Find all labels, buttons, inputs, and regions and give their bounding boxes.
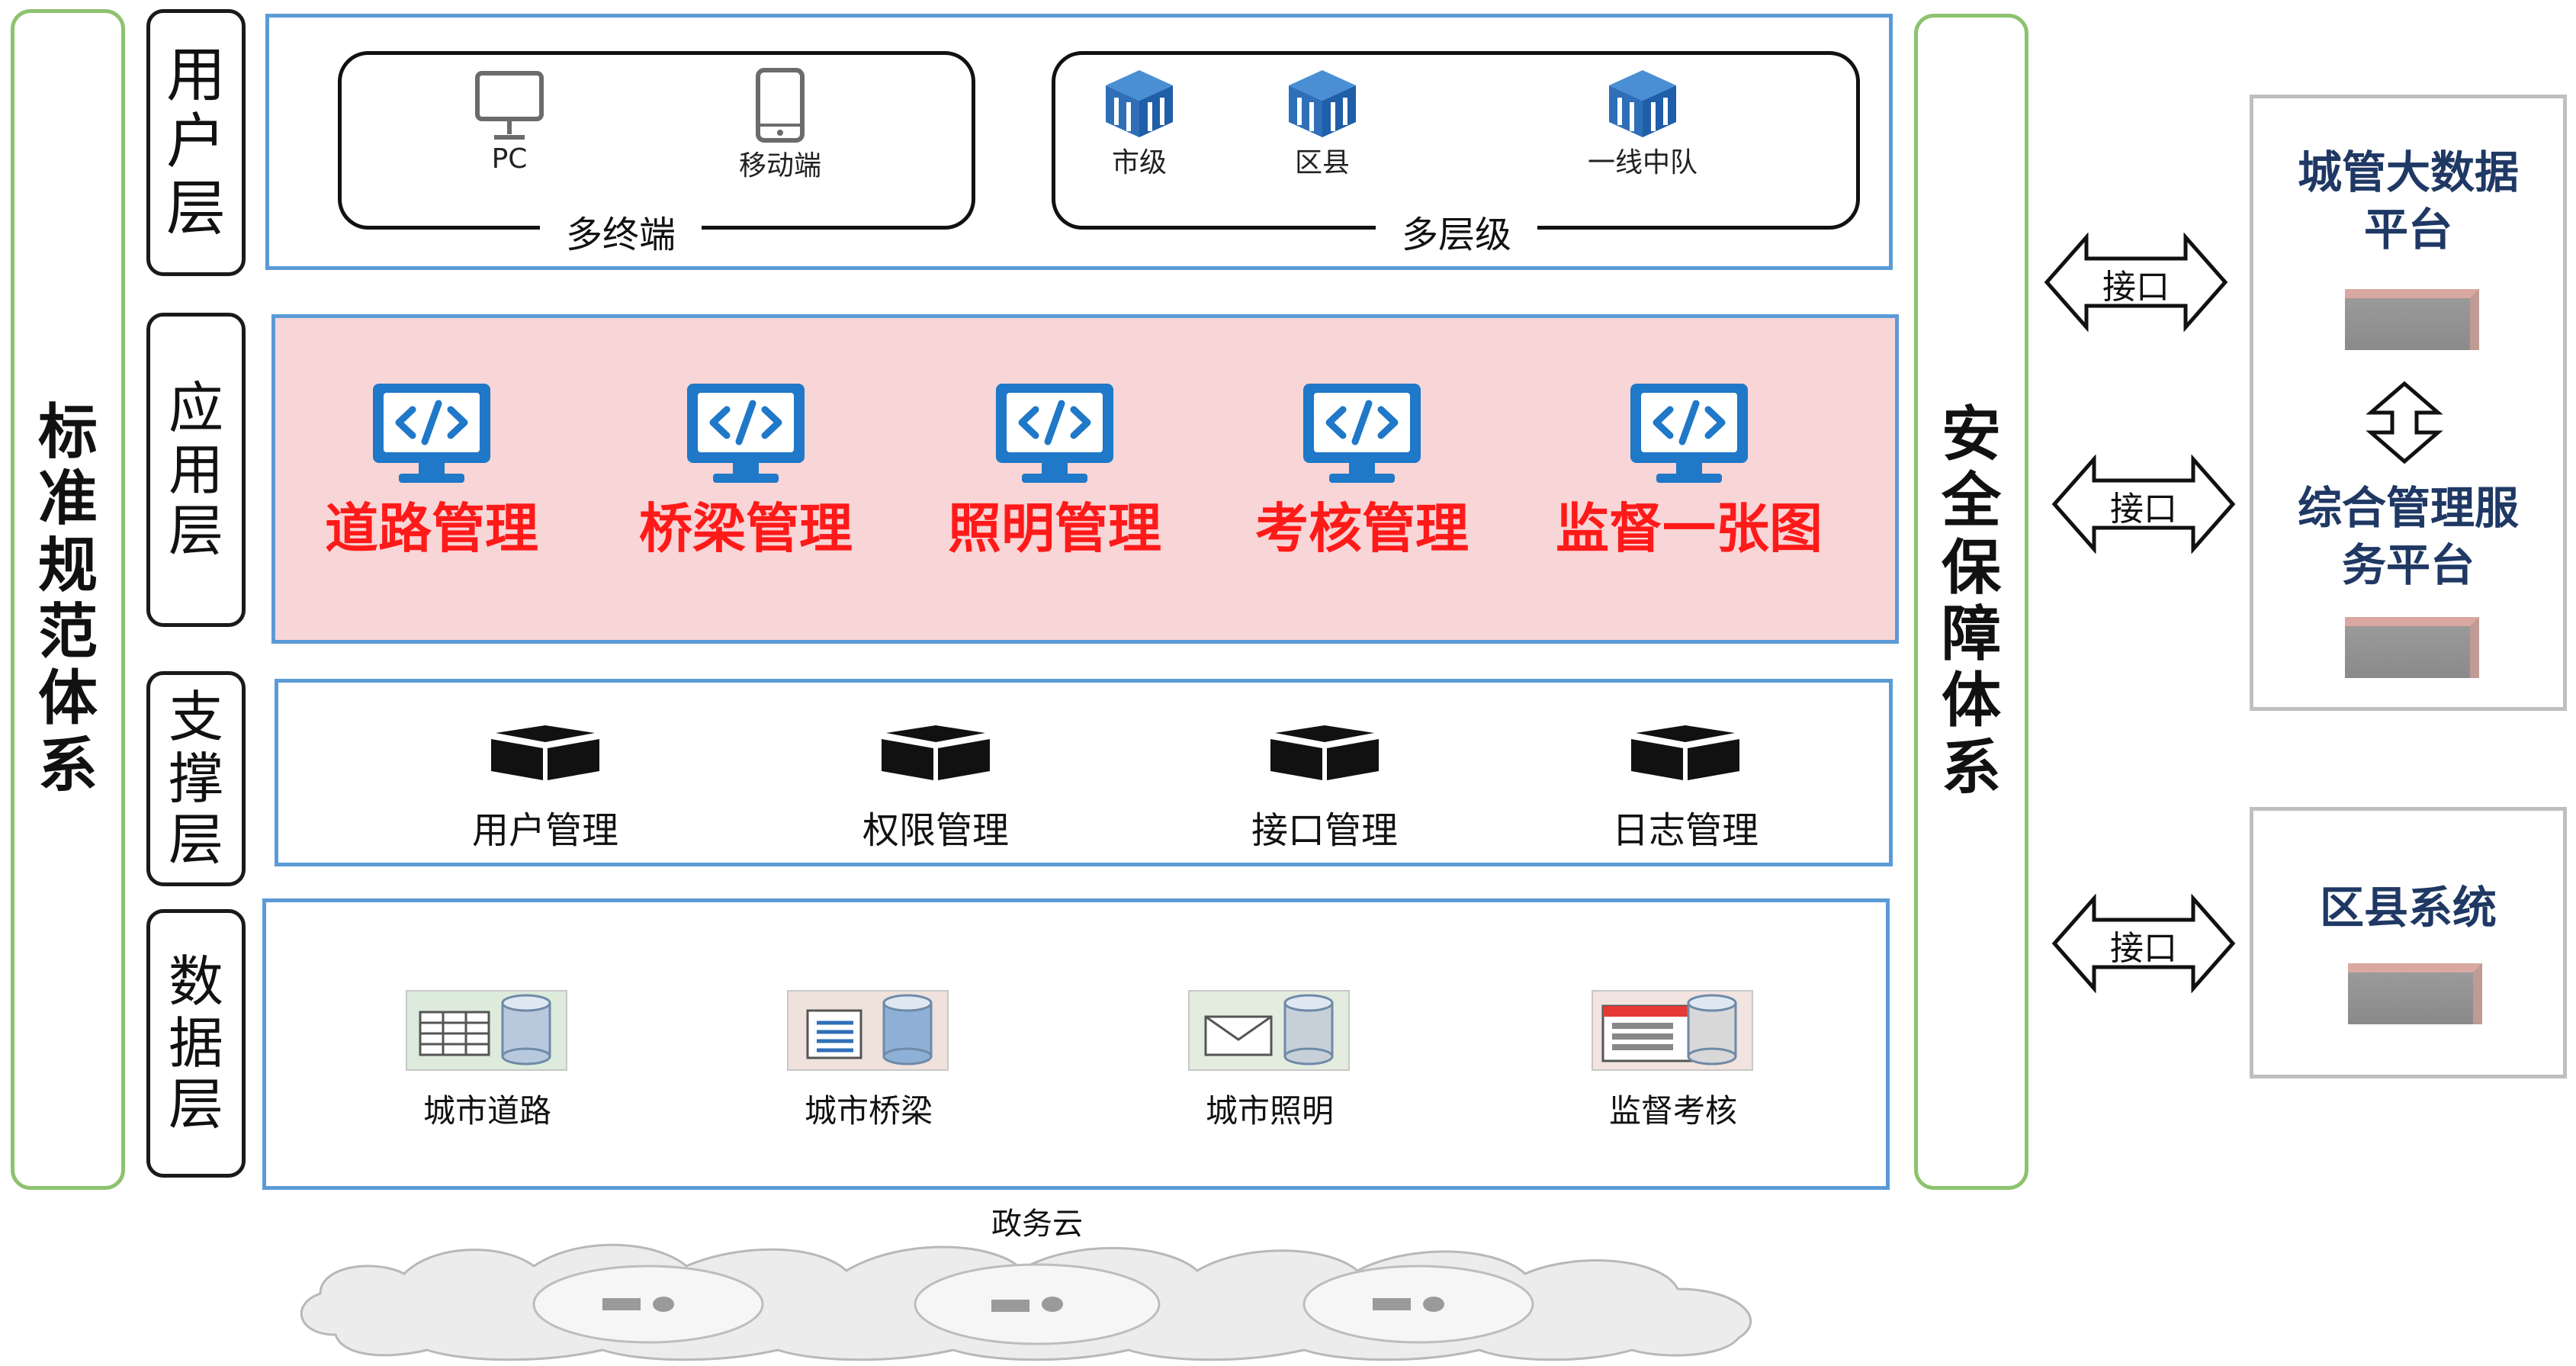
app-item[interactable]: 照明管理 — [910, 379, 1200, 563]
app-item[interactable]: 道路管理 — [287, 379, 577, 563]
big-data-server — [2345, 289, 2479, 350]
support-item[interactable]: 权限管理 — [821, 722, 1050, 853]
squad-level-item: 一线中队 — [1566, 67, 1719, 180]
app-item-label: 桥梁管理 — [639, 497, 853, 560]
data-item[interactable]: 监督考核 — [1559, 983, 1787, 1132]
document-database-icon — [787, 990, 949, 1071]
app-item[interactable]: 监督一张图 — [1544, 379, 1834, 563]
interface-label-2: 接口 — [2110, 490, 2177, 529]
code-monitor-icon — [1303, 384, 1421, 483]
data-item-label: 城市道路 — [422, 1092, 551, 1130]
code-monitor-icon — [687, 384, 805, 483]
cloud-label: 政务云 — [991, 1207, 1083, 1242]
terminals-title: 多终端 — [540, 204, 702, 258]
district-level-item: 区县 — [1269, 67, 1376, 180]
mobile-phone-icon — [756, 68, 805, 143]
service-server — [2345, 617, 2479, 678]
building-cube-icon — [1289, 70, 1356, 137]
big-data-platform-title: 城管大数据 平台 — [2297, 146, 2519, 256]
bidirectional-arrow-icon — [2366, 381, 2443, 464]
box-module-icon — [1270, 725, 1379, 780]
app-item-label: 考核管理 — [1255, 497, 1469, 560]
app-item-label: 照明管理 — [948, 497, 1161, 560]
layer-label-application: 应用层 — [146, 313, 246, 627]
mobile-item: 移动端 — [723, 67, 837, 183]
data-item[interactable]: 城市道路 — [373, 983, 602, 1132]
app-item[interactable]: 桥梁管理 — [601, 379, 891, 563]
support-item-label: 权限管理 — [862, 809, 1009, 852]
pc-label: PC — [491, 143, 528, 175]
district-server — [2348, 963, 2482, 1024]
code-monitor-icon — [996, 384, 1113, 483]
data-item-label: 城市照明 — [1205, 1092, 1334, 1130]
support-item-label: 日志管理 — [1611, 809, 1759, 852]
monitor-icon — [475, 71, 544, 140]
pc-item: PC — [456, 70, 563, 175]
layer-label-user: 用户层 — [146, 9, 246, 276]
interface-label-3: 接口 — [2110, 929, 2177, 968]
code-monitor-icon — [1630, 384, 1748, 483]
user-layer-panel: PC 移动端 多终端 市级 — [265, 14, 1893, 270]
levels-title: 多层级 — [1376, 204, 1538, 258]
interface-arrow-2[interactable] — [2051, 455, 2236, 554]
building-cube-icon — [1106, 70, 1173, 137]
support-item[interactable]: 日志管理 — [1571, 722, 1800, 853]
interface-arrow-1[interactable] — [2044, 233, 2228, 332]
data-item[interactable]: 城市照明 — [1155, 983, 1384, 1132]
data-item-label: 城市桥梁 — [804, 1092, 933, 1130]
support-item-label: 接口管理 — [1251, 809, 1398, 852]
layer-label-support: 支撑层 — [146, 671, 246, 886]
support-layer-panel: 用户管理 权限管理 接口管理 日志管理 — [275, 679, 1893, 866]
form-database-icon — [1592, 990, 1753, 1071]
standards-pillar-label: 标准规范体系 — [37, 397, 98, 800]
code-monitor-icon — [373, 384, 490, 483]
app-item-label: 监督一张图 — [1556, 497, 1823, 560]
mobile-label: 移动端 — [738, 150, 821, 182]
interface-arrow-3[interactable] — [2051, 894, 2236, 993]
city-level-label: 市级 — [1111, 147, 1167, 178]
city-level-item: 市级 — [1086, 67, 1193, 180]
support-item-label: 用户管理 — [471, 809, 618, 852]
data-layer-panel: 城市道路 城市桥梁 城市照明 监督考核 — [262, 898, 1890, 1190]
security-pillar: 安全保障体系 — [1914, 14, 2028, 1190]
layer-label-data: 数据层 — [146, 909, 246, 1178]
data-item[interactable]: 城市桥梁 — [754, 983, 983, 1132]
government-cloud — [300, 1243, 1752, 1361]
box-module-icon — [491, 725, 599, 780]
platforms-box: 城管大数据 平台 综合管理服 务平台 — [2250, 95, 2567, 711]
district-system-title: 区县系统 — [2319, 882, 2497, 934]
district-level-label: 区县 — [1294, 147, 1350, 178]
support-item[interactable]: 用户管理 — [431, 722, 660, 853]
squad-level-label: 一线中队 — [1587, 147, 1698, 178]
security-pillar-label: 安全保障体系 — [1941, 400, 2001, 802]
data-item-label: 监督考核 — [1608, 1092, 1737, 1130]
terminals-group: PC 移动端 多终端 — [338, 51, 975, 258]
application-layer-panel: 道路管理 桥梁管理 照明管理 考核管理 监督一张图 — [271, 314, 1899, 644]
app-item-label: 道路管理 — [325, 497, 538, 560]
mail-database-icon — [1188, 990, 1350, 1071]
district-system-box: 区县系统 — [2250, 807, 2567, 1078]
interface-label-1: 接口 — [2102, 268, 2170, 307]
building-cube-icon — [1609, 70, 1676, 137]
app-item[interactable]: 考核管理 — [1217, 379, 1507, 563]
support-item[interactable]: 接口管理 — [1210, 722, 1439, 853]
standards-pillar: 标准规范体系 — [11, 9, 125, 1190]
levels-group: 市级 区县 一线中队 — [1052, 51, 1860, 258]
box-module-icon — [1631, 725, 1739, 780]
table-database-icon — [406, 990, 567, 1071]
box-module-icon — [882, 725, 990, 780]
service-platform-title: 综合管理服 务平台 — [2297, 482, 2519, 592]
